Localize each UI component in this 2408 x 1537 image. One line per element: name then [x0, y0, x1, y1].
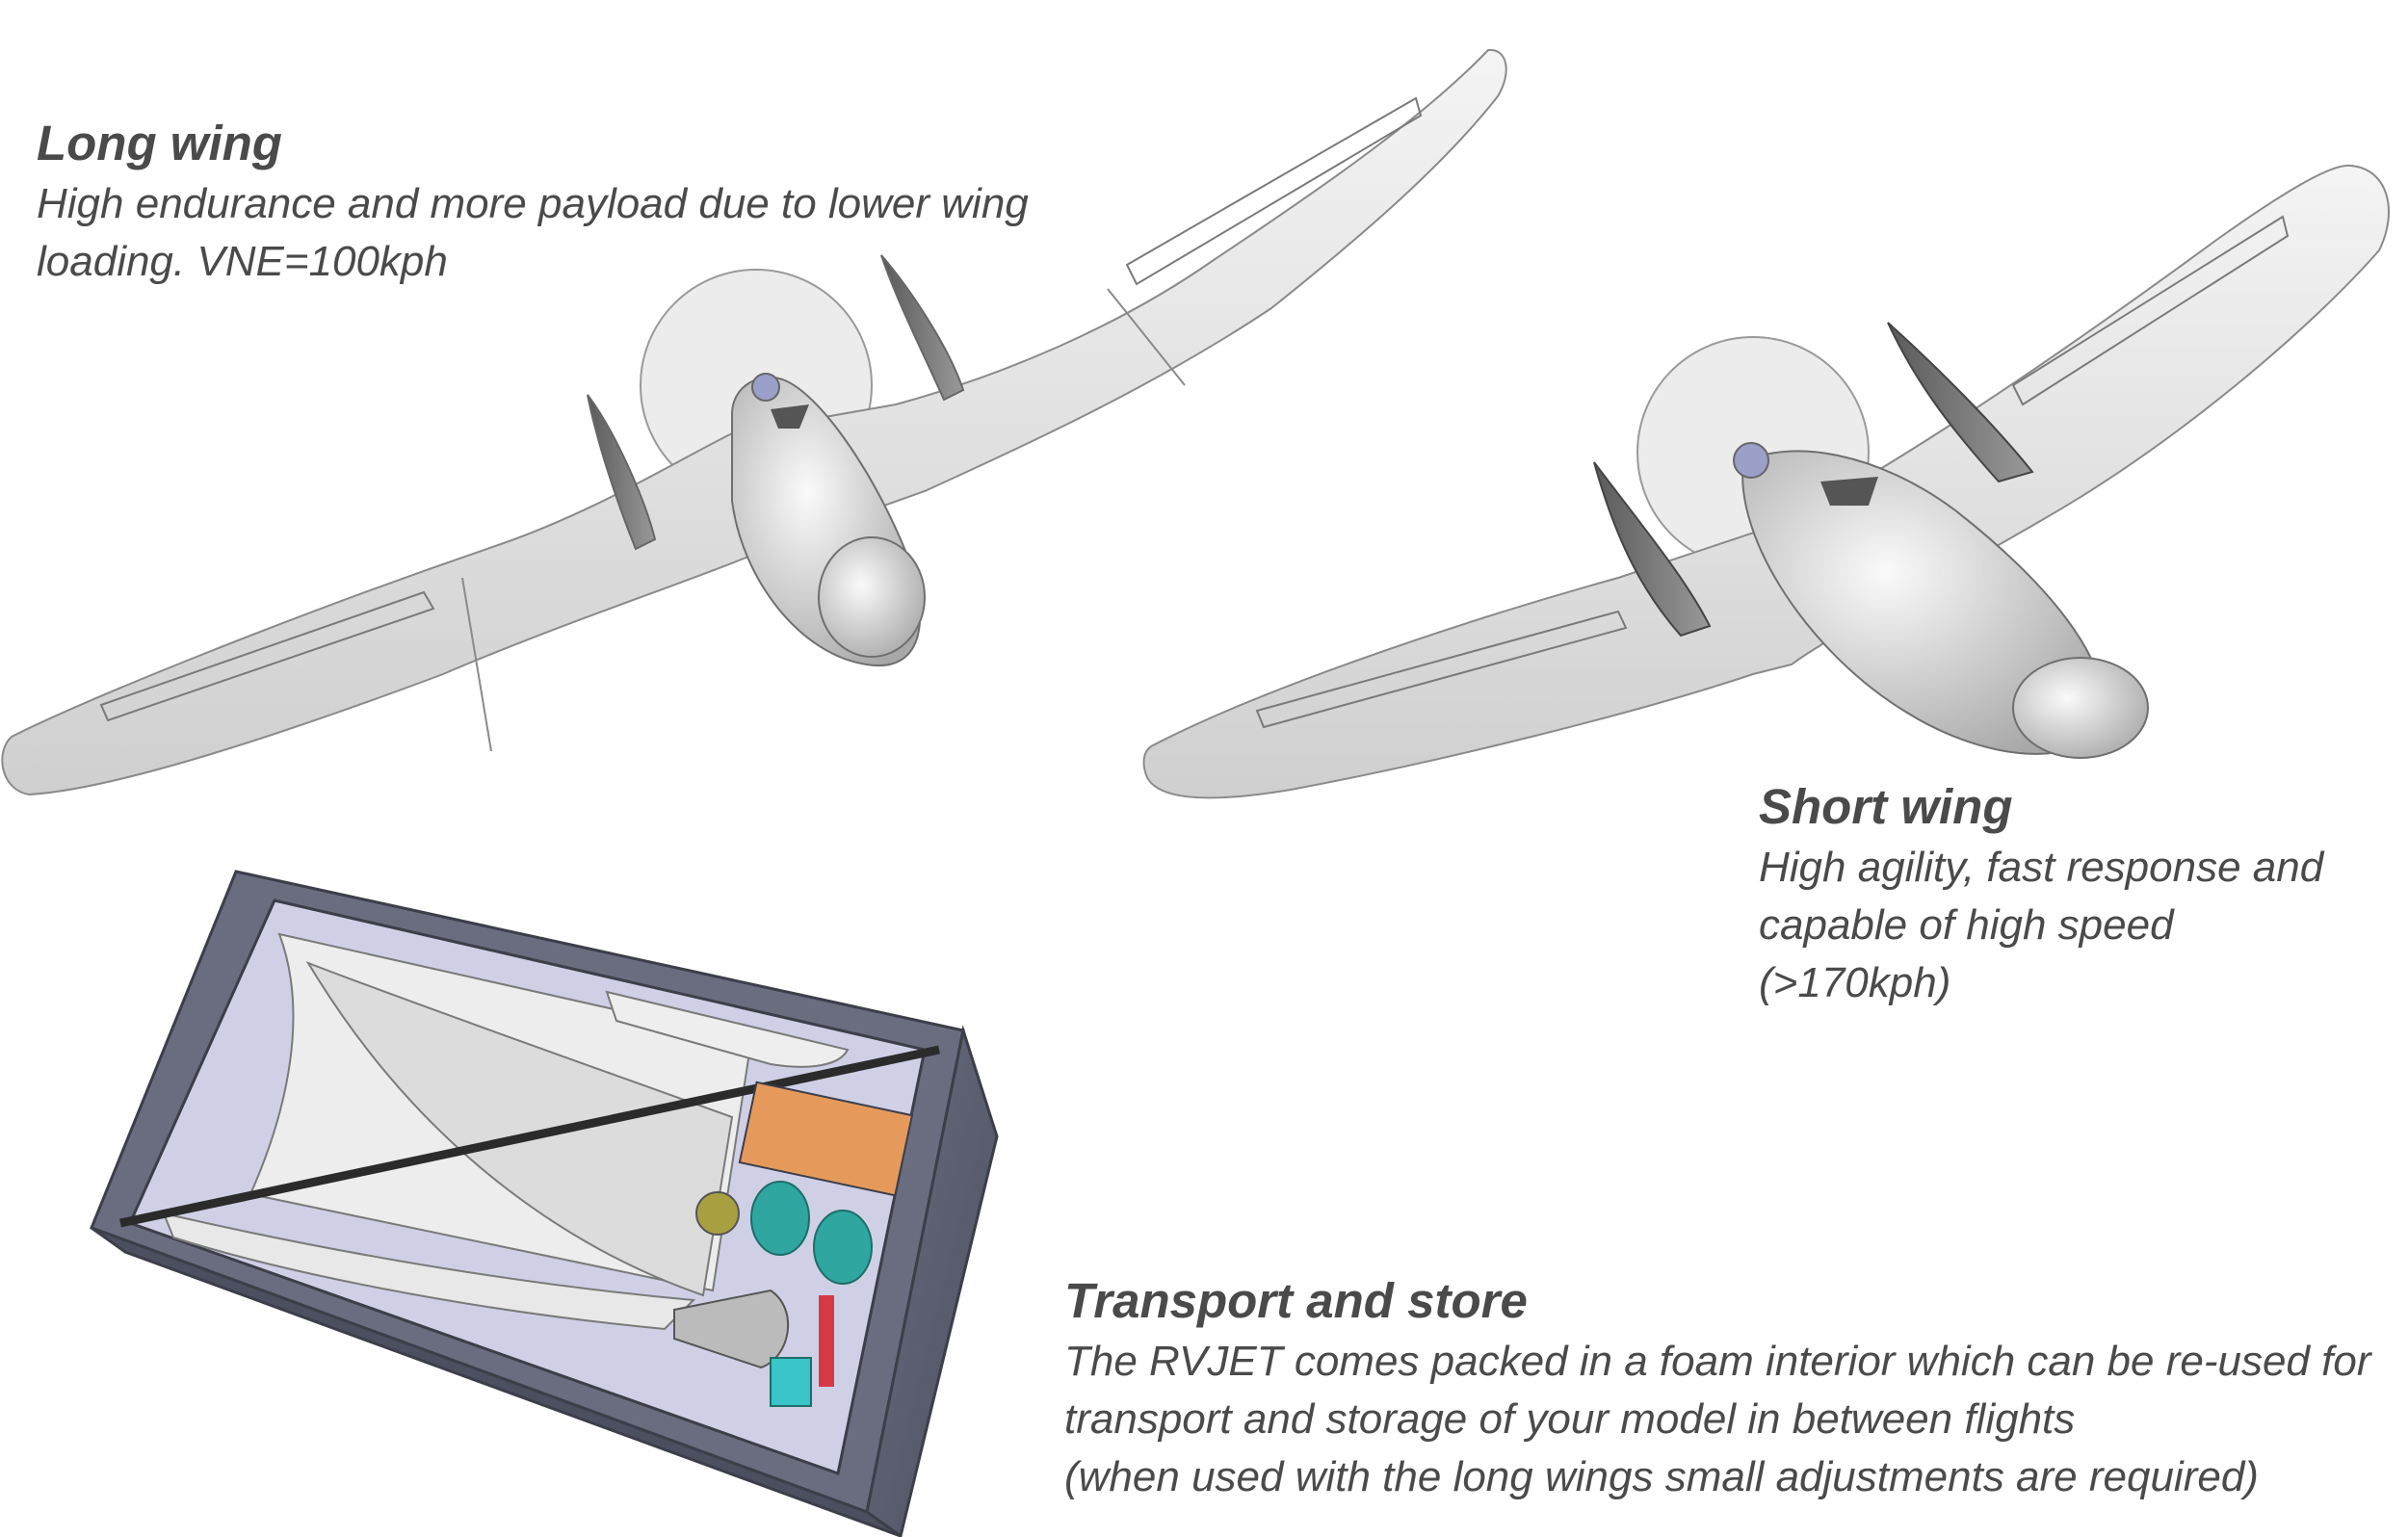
- short-wing-title: Short wing: [1759, 779, 2013, 834]
- fuselage-nose: [818, 536, 926, 658]
- short-wing-left-aileron-line: [1255, 610, 1628, 729]
- box-front-side: [91, 1226, 902, 1537]
- long-wing-left-aileron-line: [99, 590, 435, 722]
- long-wing-description: High endurance and more payload due to l…: [37, 180, 1029, 285]
- short-wing-right-aileron-line: [2011, 215, 2290, 406]
- winglet-right: [1887, 322, 2034, 483]
- transport-box: [90, 870, 999, 1537]
- canopy-vent: [1820, 477, 1878, 506]
- long-wing-caption: Long wing High endurance and more payloa…: [37, 112, 1173, 291]
- long-wing-panel-joint: [461, 577, 492, 752]
- transport-title: Transport and store: [1064, 1273, 1528, 1328]
- fuselage-nose: [2012, 657, 2149, 759]
- long-wing-panel-joint: [1107, 288, 1186, 386]
- transport-description-line-3: (when used with the long wings small adj…: [1064, 1453, 2259, 1500]
- transport-caption: Transport and store The RVJET comes pack…: [1064, 1269, 2403, 1506]
- long-wing-title: Long wing: [37, 116, 282, 170]
- winglet-right: [880, 254, 965, 402]
- spinner: [1733, 442, 1769, 479]
- carbon-spar: [119, 1045, 940, 1228]
- short-wing-description: High agility, fast response and capable …: [1759, 844, 2324, 1006]
- accessory-red: [819, 1295, 834, 1387]
- canopy-vent: [771, 404, 809, 429]
- accessory-cyan: [770, 1357, 812, 1407]
- short-wing-aircraft: [1142, 164, 2390, 799]
- long-wing-right-aileron-line: [1125, 96, 1423, 286]
- transport-description-line-1: The RVJET comes packed in a foam interio…: [1064, 1338, 2371, 1385]
- winglet-left: [587, 394, 657, 551]
- canopy-part: [813, 1210, 873, 1285]
- transport-description-line-2: transport and storage of your model in b…: [1064, 1395, 2076, 1443]
- short-wing-caption: Short wing High agility, fast response a…: [1759, 775, 2356, 1012]
- winglet-left: [1593, 461, 1712, 638]
- battery-block: [738, 1081, 914, 1197]
- nose-cone-part: [673, 1289, 789, 1369]
- spinner-part: [695, 1191, 740, 1236]
- spinner: [751, 373, 780, 402]
- packed-winglet: [605, 990, 850, 1068]
- packed-fuselage: [305, 961, 734, 1297]
- long-wing-aircraft: [1, 48, 1507, 796]
- canopy-part: [750, 1181, 810, 1256]
